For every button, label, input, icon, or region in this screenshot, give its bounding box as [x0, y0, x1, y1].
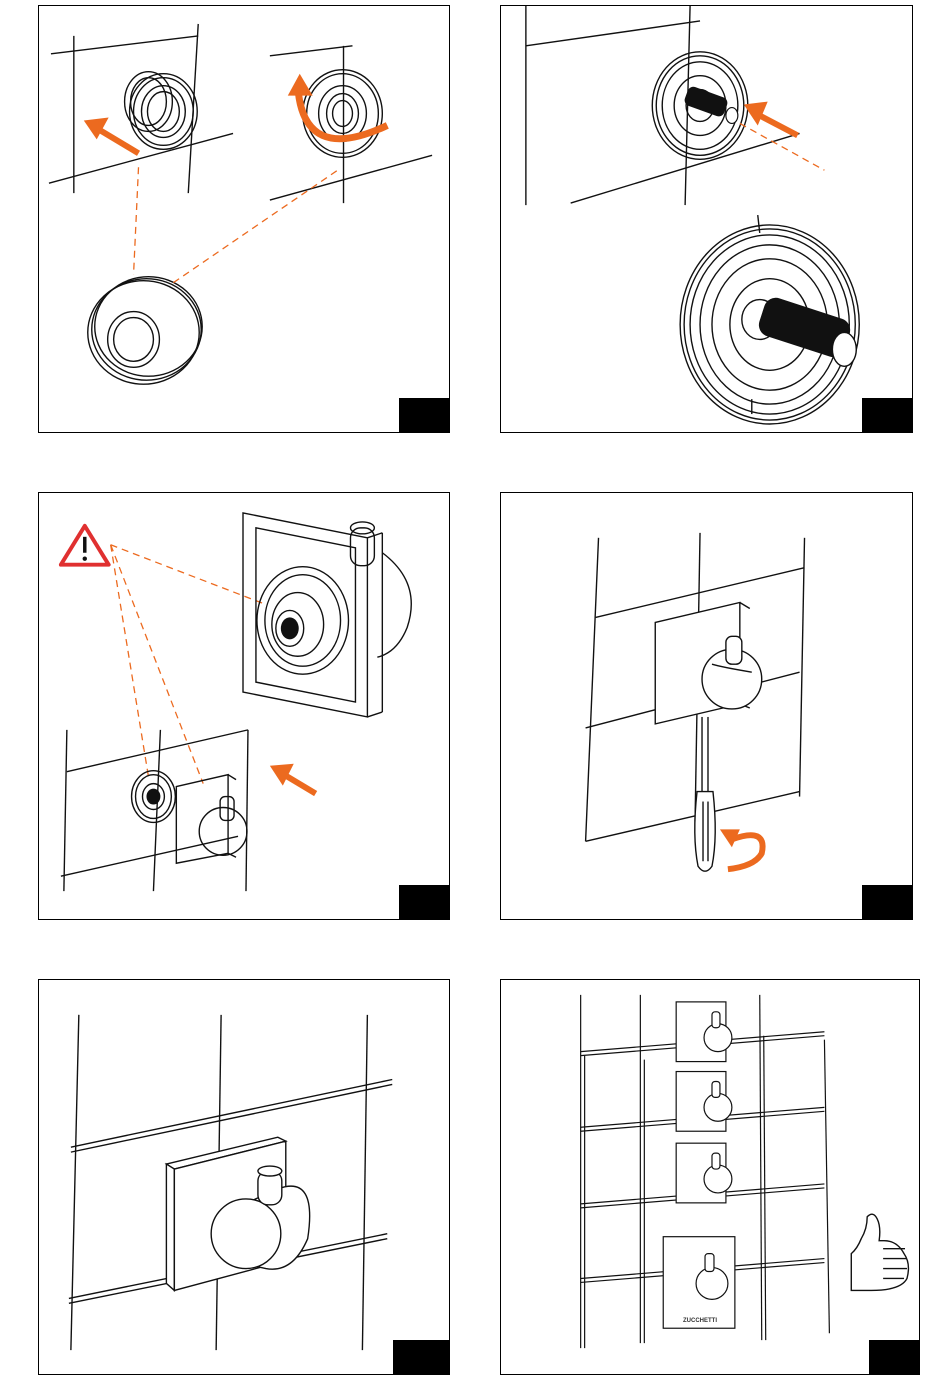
step-panel-4	[500, 492, 913, 920]
brand-logo: ZUCCHETTI	[664, 1238, 736, 1330]
step-number-box	[862, 885, 912, 919]
warning-triangle-icon	[61, 526, 109, 565]
step-panel-1	[38, 5, 450, 433]
step-number-box	[869, 1340, 919, 1374]
step-number-box	[399, 398, 449, 432]
spindle-insertion-illustration	[501, 6, 912, 432]
svg-text:ZUCCHETTI: ZUCCHETTI	[683, 1318, 717, 1324]
step-panel-6: ZUCCHETTI	[500, 979, 920, 1375]
screwdriver-fixing-illustration	[501, 493, 912, 919]
step-number-box	[862, 398, 912, 432]
step-number-box	[399, 885, 449, 919]
valve-cover-removal-illustration	[39, 6, 449, 432]
step-panel-2	[500, 5, 913, 433]
arrow-icon	[270, 764, 316, 794]
step-number-box	[393, 1340, 449, 1374]
step-panel-3	[38, 492, 450, 920]
handle-mounting-warning-illustration	[39, 493, 449, 919]
mounted-handle-illustration	[39, 980, 449, 1374]
rotate-arrow-icon	[720, 829, 763, 869]
thumbs-up-icon	[851, 1214, 908, 1290]
step-panel-5	[38, 979, 450, 1375]
